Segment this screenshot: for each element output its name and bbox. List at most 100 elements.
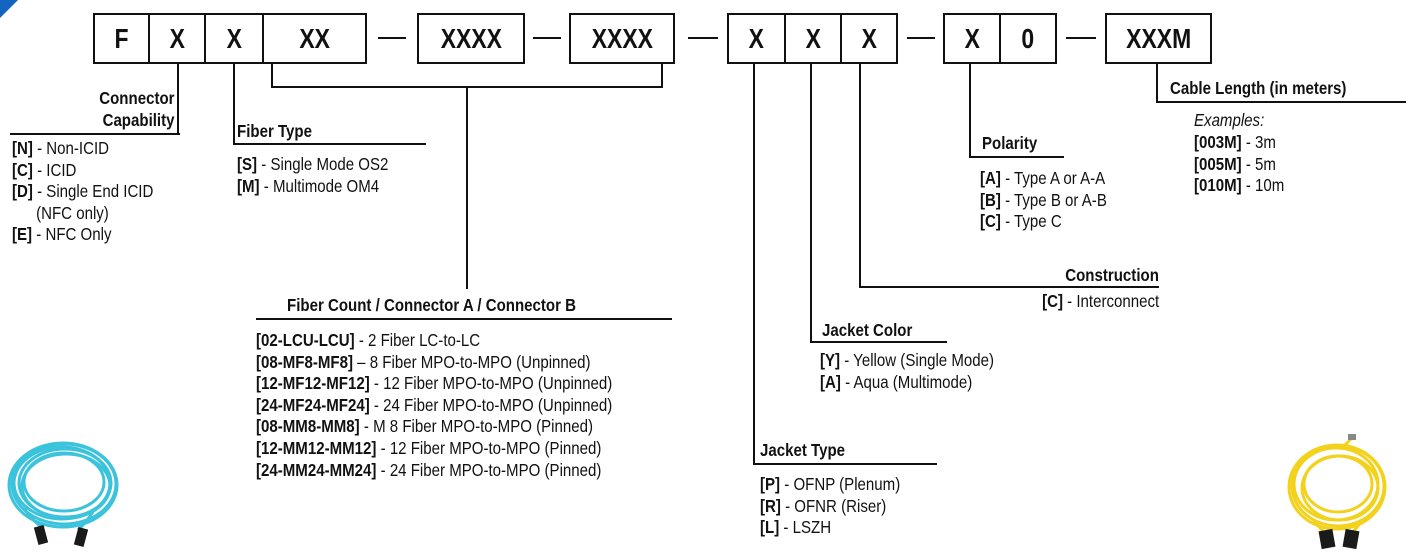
leader-jacket-type: [753, 64, 755, 464]
option-code: [S]: [237, 154, 258, 174]
underline-connector-capability: [10, 133, 180, 135]
option-row: [S] - Single Mode OS2: [237, 154, 388, 176]
connector-capability-options: [N] - Non-ICID [C] - ICID [D] - Single E…: [12, 138, 153, 246]
bracket-left: [271, 64, 273, 87]
option-row: [Y] - Yellow (Single Mode): [820, 350, 994, 372]
code-box-text: F: [114, 22, 129, 54]
code-box-text: X: [748, 22, 765, 54]
option-row: [D] - Single End ICID: [12, 181, 153, 203]
option-desc: - Type A or A-A: [1005, 168, 1106, 188]
code-box-connector-b: XXXX: [569, 13, 675, 64]
underline-fiber-type: [233, 143, 426, 145]
code-dash: [378, 37, 406, 39]
option-row: [E] - NFC Only: [12, 224, 153, 246]
option-desc: - ICID: [37, 159, 77, 180]
option-code: [N]: [12, 138, 33, 158]
option-row: [C] - Interconnect: [1042, 291, 1159, 313]
option-row: [12-MF12-MF12] - 12 Fiber MPO-to-MPO (Un…: [256, 373, 612, 395]
corner-accent-icon: [0, 0, 18, 18]
code-box-cable-length: XXXM: [1105, 13, 1212, 64]
code-box-connector-capability: F: [93, 13, 150, 64]
option-code: [R]: [760, 495, 781, 516]
underline-jacket-color: [810, 341, 947, 343]
fiber-type-options: [S] - Single Mode OS2 [M] - Multimode OM…: [237, 154, 388, 197]
option-desc: - Aqua (Multimode): [845, 371, 973, 392]
option-code: [C]: [1041, 291, 1063, 311]
option-code: [02-LCU-LCU]: [256, 330, 355, 350]
option-extra: (NFC only): [36, 202, 109, 223]
option-row: [C] - Type C: [980, 211, 1107, 233]
code-dash: [688, 37, 718, 39]
leader-cable-length: [1156, 64, 1158, 102]
option-desc: - Yellow (Single Mode): [844, 350, 995, 370]
option-code: [08-MM8-MM8]: [256, 416, 360, 437]
option-row: [A] - Aqua (Multimode): [820, 372, 994, 394]
code-box-text: X: [861, 22, 877, 54]
underline-polarity: [969, 156, 1064, 158]
option-code: [E]: [12, 224, 33, 245]
code-box-text: X: [964, 22, 980, 54]
option-code: [Y]: [820, 350, 841, 370]
code-box-polarity: X: [943, 13, 1001, 64]
polarity-title: Polarity: [982, 133, 1038, 153]
option-desc: - 12 Fiber MPO-to-MPO (Pinned): [380, 437, 602, 458]
fiber-count-title: Fiber Count / Connector A / Connector B: [287, 295, 577, 315]
option-code: [005M]: [1194, 153, 1242, 174]
option-row: [24-MM24-MM24] - 24 Fiber MPO-to-MPO (Pi…: [256, 460, 612, 482]
aqua-cable-icon: [7, 441, 119, 547]
construction-title: Construction: [1065, 265, 1159, 285]
cable-length-title: Cable Length (in meters): [1170, 78, 1347, 98]
code-box-text: X: [805, 22, 821, 54]
cable-length-examples-label: Examples:: [1194, 110, 1265, 130]
code-box-jacket-type: X: [727, 13, 786, 64]
code-box-text: X: [226, 22, 242, 54]
option-desc: - NFC Only: [36, 224, 112, 245]
option-code: [L]: [760, 517, 780, 538]
option-row: [B] - Type B or A-B: [980, 190, 1107, 212]
option-code: [A]: [820, 371, 841, 392]
option-code: [M]: [237, 175, 260, 196]
option-desc: - 3m: [1245, 132, 1276, 152]
option-desc: - LSZH: [783, 517, 832, 538]
option-row: [C] - ICID: [12, 160, 153, 182]
option-code: [24-MM24-MM24]: [256, 459, 377, 480]
option-code: [010M]: [1194, 175, 1242, 196]
option-desc: - Type B or A-B: [1005, 189, 1107, 210]
option-code: [B]: [980, 189, 1001, 210]
option-row: [12-MM12-MM12] - 12 Fiber MPO-to-MPO (Pi…: [256, 438, 612, 460]
option-code: [24-MF24-MF24]: [256, 394, 370, 415]
code-box-text: X: [169, 22, 185, 54]
option-row: [N] - Non-ICID: [12, 138, 153, 160]
option-row: [010M] - 10m: [1194, 175, 1284, 197]
code-dash: [1066, 37, 1096, 39]
option-desc: - M 8 Fiber MPO-to-MPO (Pinned): [363, 416, 594, 437]
code-box-text: XXXX: [591, 22, 653, 54]
option-row: [08-MF8-MF8] – 8 Fiber MPO-to-MPO (Unpin…: [256, 352, 612, 374]
option-code: [003M]: [1194, 132, 1242, 152]
option-row: [003M] - 3m: [1194, 132, 1284, 154]
option-desc: - Non-ICID: [37, 138, 110, 158]
option-desc: - OFNR (Riser): [785, 495, 887, 516]
option-row: [M] - Multimode OM4: [237, 176, 388, 198]
code-box-fiber-type: X: [204, 13, 264, 64]
code-box-fiber-count: XX: [262, 13, 367, 64]
code-box-text: XXXM: [1125, 22, 1192, 54]
code-dash: [907, 37, 935, 39]
fiber-type-title: Fiber Type: [237, 121, 312, 141]
bracket-right: [661, 64, 663, 87]
underline-construction: [859, 286, 1159, 288]
option-desc: - 10m: [1245, 175, 1285, 196]
code-box-text: 0: [1021, 22, 1035, 54]
code-dash: [533, 37, 561, 39]
option-desc: - Type C: [1005, 211, 1062, 232]
code-box-zero: 0: [999, 13, 1057, 64]
option-code: [C]: [980, 211, 1001, 232]
code-box-x1: X: [148, 13, 206, 64]
option-code: [P]: [760, 474, 781, 494]
polarity-options: [A] - Type A or A-A [B] - Type B or A-B …: [980, 168, 1107, 233]
option-code: [C]: [12, 159, 33, 180]
connector-capability-title: Connector Capability: [99, 88, 174, 131]
option-code: [12-MF12-MF12]: [256, 373, 370, 394]
underline-jacket-type: [753, 463, 937, 465]
